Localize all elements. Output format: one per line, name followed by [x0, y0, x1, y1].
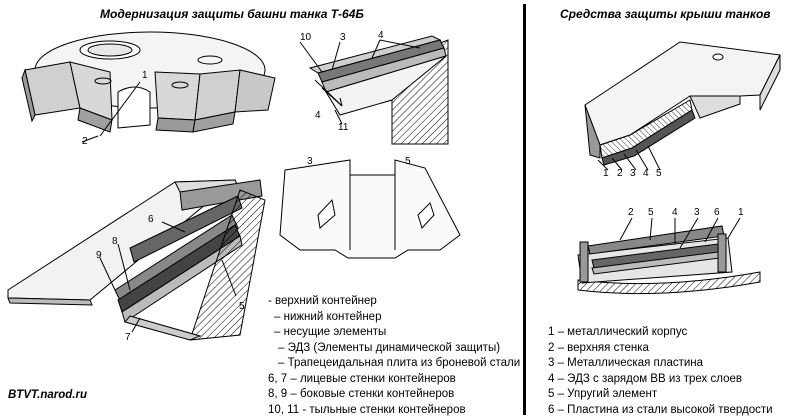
- turret-callout: 2: [82, 136, 88, 147]
- turret-legend-item: - верхний контейнер: [268, 295, 377, 307]
- roof-section-drawing: [577, 217, 761, 295]
- section-callout: 11: [338, 122, 349, 133]
- turret-callout: 1: [142, 70, 148, 81]
- turret-legend-item: – ЭДЗ (Элементы динамической защиты): [278, 341, 501, 354]
- roof-legend-item: 5 – Упругий элемент: [548, 388, 658, 400]
- roof-callout: 2: [617, 168, 623, 179]
- blank-callout: 3: [307, 156, 313, 167]
- turret-legend: - верхний контейнер – нижний контейнер –…: [268, 294, 520, 418]
- section-callout: 4: [378, 30, 384, 41]
- roof-callout: 4: [643, 168, 649, 179]
- roof-section-callout: 3: [694, 207, 700, 218]
- roof-legend-item: 2 – верхняя стенка: [548, 341, 649, 354]
- roof-section-callout: 5: [648, 207, 654, 218]
- roof-callout: 3: [630, 168, 636, 179]
- turret-legend-item: – нижний контейнер: [274, 310, 382, 323]
- roof-legend-item: 3 – Металлическая пластина: [548, 357, 704, 369]
- roof-section-callout: 2: [628, 207, 634, 218]
- container-section-drawing: [299, 35, 449, 145]
- turret-legend-item: 6, 7 – лицевые стенки контейнеров: [268, 372, 456, 385]
- assembly-callout: 9: [96, 250, 102, 261]
- roof-legend: 1 – металлический корпус 2 – верхняя сте…: [548, 325, 773, 418]
- turret-legend-item: 10, 11 - тыльные стенки контейнеров: [268, 403, 466, 416]
- turret-legend-item: – несущие элементы: [274, 326, 387, 338]
- assembly-callout: 7: [125, 332, 131, 343]
- callout-labels: 1 2 10 3 4 4 11 3 5 6 8 9 5 7 1 2 3 4 5 …: [82, 30, 744, 343]
- roof-section-callout: 6: [714, 207, 720, 218]
- section-callout: 4: [315, 110, 321, 121]
- turret-legend-item: – Трапецеидальная плита из броневой стал…: [278, 357, 521, 369]
- roof-legend-item: 6 – Пластина из стали высокой твердости: [548, 403, 773, 416]
- roof-block-drawing: [584, 41, 781, 171]
- roof-section-callout: 1: [738, 207, 744, 218]
- turret-drawing: [21, 31, 276, 143]
- turret-legend-item: 8, 9 – боковые стенки контейнеров: [268, 388, 455, 400]
- container-blank-drawing: [279, 159, 461, 259]
- left-title: Модернизация защиты башни танка Т-64Б: [100, 7, 364, 21]
- container-assembly-drawing: [7, 179, 266, 341]
- roof-legend-item: 1 – металлический корпус: [548, 326, 688, 338]
- site-watermark: BTVT.narod.ru: [8, 389, 88, 401]
- assembly-callout: 5: [239, 301, 245, 312]
- right-title: Средства защиты крыши танков: [560, 7, 771, 21]
- roof-section-callout: 4: [672, 207, 678, 218]
- section-callout: 10: [300, 32, 312, 43]
- roof-callout: 5: [656, 168, 662, 179]
- section-callout: 3: [340, 32, 346, 43]
- divider-line: [523, 4, 526, 415]
- roof-legend-item: 4 – ЭДЗ с зарядом ВВ из трех слоев: [548, 372, 742, 385]
- blank-callout: 5: [405, 156, 411, 167]
- assembly-callout: 8: [112, 236, 118, 247]
- roof-callout: 1: [603, 168, 609, 179]
- assembly-callout: 6: [148, 214, 154, 225]
